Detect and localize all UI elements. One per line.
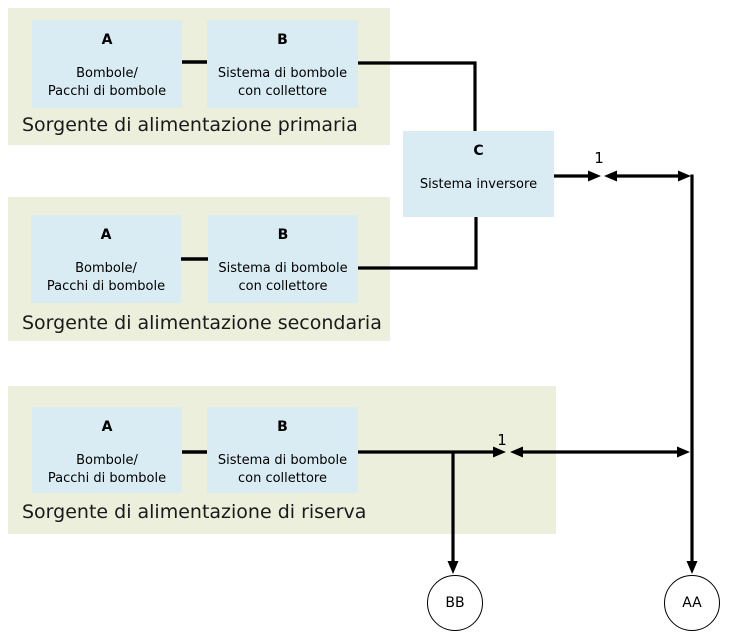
junction-label-bottom: 1 [497,431,507,449]
box-a-reserve: A Bombole/ Pacchi di bombole [32,407,182,493]
box-b-primary: B Sistema di bombole con collettore [207,20,358,108]
box-c-inverter-text: Sistema inversore [419,177,538,192]
box-a-reserve-line2: Pacchi di bombole [47,471,167,486]
terminal-aa-label: AA [682,595,702,611]
arrow-main-to-junction-top-lefthead [604,170,617,182]
box-b-primary-line2: con collettore [237,84,327,99]
box-a-primary: A Bombole/ Pacchi di bombole [32,20,182,108]
panel-caption-primary: Sorgente di alimentazione primaria [22,114,358,136]
arrow-main-to-junction-bottom-righthead [677,446,690,458]
box-b-reserve-letter: B [277,419,288,435]
junction-label-top: 1 [594,149,604,167]
box-a-secondary-letter: A [100,227,112,243]
arrow-into-bb-head [447,561,459,574]
box-a-primary-line1: Bombole/ [76,66,138,81]
box-c-inverter-letter: C [473,143,484,159]
arrow-into-aa-head [686,561,698,574]
box-c-inverter: C Sistema inversore [403,131,554,217]
panel-caption-secondary: Sorgente di alimentazione secondaria [22,312,382,334]
box-b-primary-line1: Sistema di bombole [217,66,348,81]
box-b-secondary-line1: Sistema di bombole [218,261,348,276]
panel-caption-reserve: Sorgente di alimentazione di riserva [22,501,367,523]
box-b-primary-letter: B [277,32,288,48]
box-b-reserve: B Sistema di bombole con collettore [207,407,358,493]
box-b-secondary-line2: con collettore [238,279,328,294]
box-a-secondary: A Bombole/ Pacchi di bombole [31,215,181,303]
box-a-primary-letter: A [101,32,113,48]
box-a-primary-line2: Pacchi di bombole [47,84,167,99]
arrow-c-to-junction-top-head [588,170,601,182]
box-a-reserve-line1: Bombole/ [76,453,138,468]
box-a-secondary-line1: Bombole/ [75,261,137,276]
terminal-bb-label: BB [445,595,465,611]
arrow-main-to-junction-top-righthead [678,170,691,182]
box-b-reserve-line2: con collettore [237,471,327,486]
box-b-reserve-line1: Sistema di bombole [217,453,348,468]
box-a-secondary-line2: Pacchi di bombole [46,279,166,294]
terminal-aa: AA [664,575,720,631]
box-b-secondary-letter: B [277,227,289,243]
box-b-secondary: B Sistema di bombole con collettore [208,215,358,303]
box-a-reserve-letter: A [101,419,113,435]
terminal-bb: BB [427,575,483,631]
